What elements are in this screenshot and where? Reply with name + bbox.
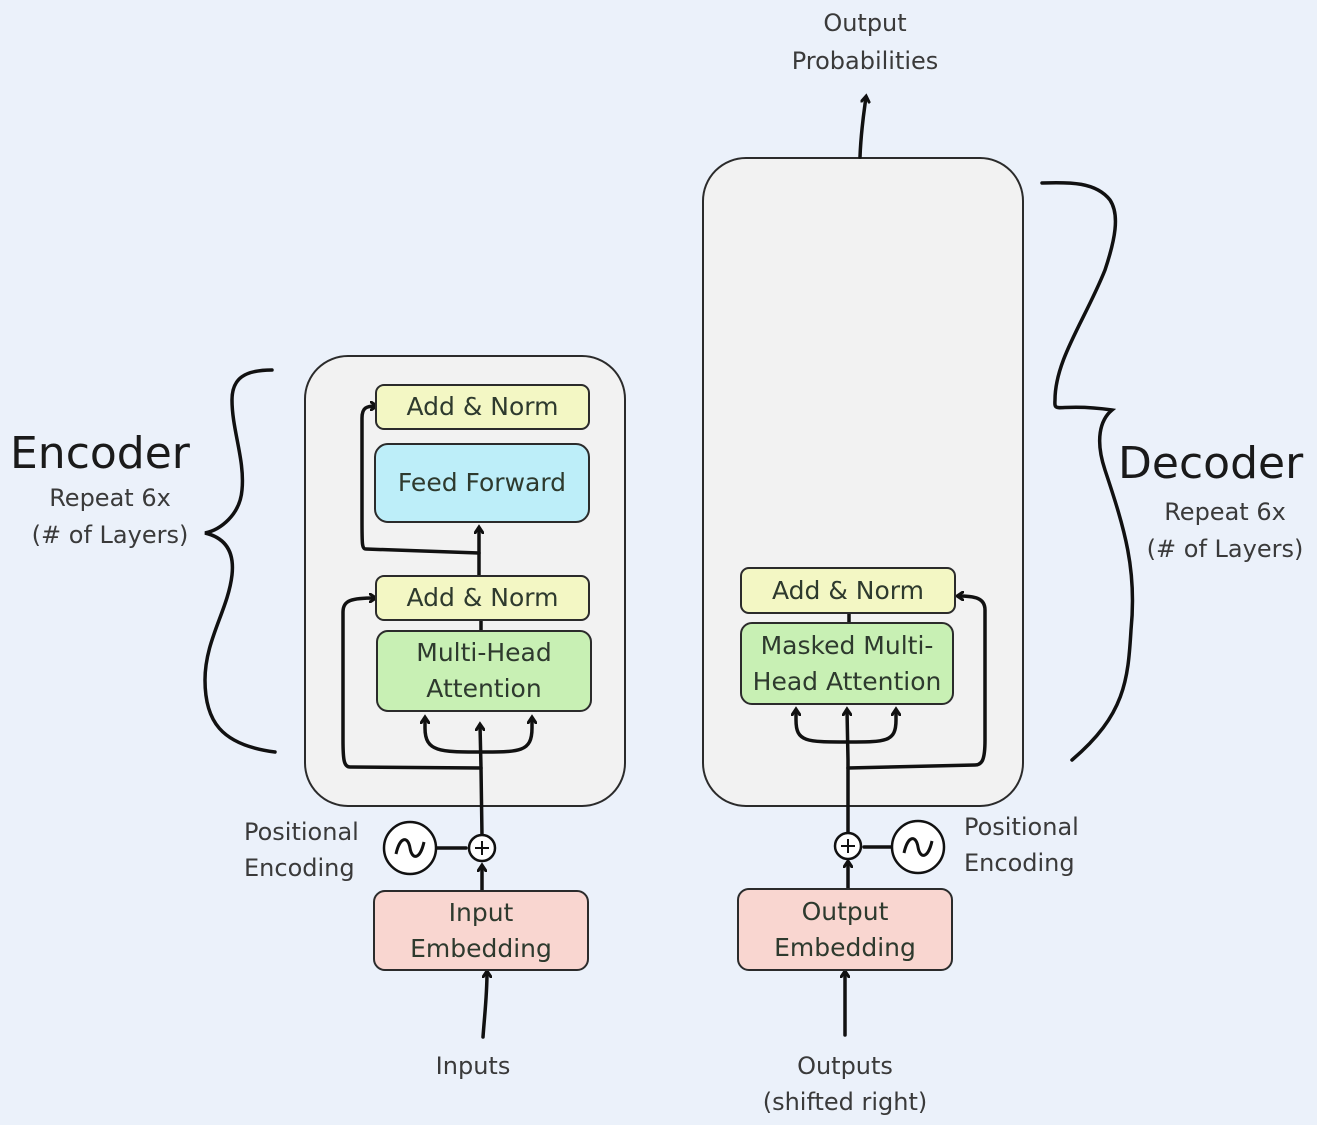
decoder-sine-wave-icon (890, 819, 946, 875)
output-probabilities-line2: Probabilities (791, 47, 939, 75)
encoder-feed-forward: Feed Forward (374, 443, 590, 523)
output-embedding: Output Embedding (737, 888, 953, 971)
encoder-positional-line1: Positional (244, 818, 359, 846)
decoder-attention-line1: Masked Multi- (760, 630, 934, 660)
outputs-line1: Outputs (797, 1052, 893, 1080)
decoder-residual (846, 596, 987, 770)
encoder-add-circle-icon (467, 833, 497, 863)
decoder-main-line (847, 710, 848, 834)
decoder-layers-note: (# of Layers) (1146, 535, 1304, 563)
input-embedding: Input Embedding (373, 890, 589, 971)
decoder-repeat-label: Repeat 6x (# of Layers) (1143, 494, 1307, 568)
decoder-add-circle-icon (833, 831, 863, 861)
output-embedding-line2: Embedding (774, 932, 916, 962)
input-embedding-line2: Embedding (410, 933, 552, 963)
encoder-residual-2 (360, 406, 481, 555)
decoder-attention-line2: Head Attention (752, 666, 942, 696)
inputs-label: Inputs (435, 1052, 511, 1080)
encoder-layers-note: (# of Layers) (31, 521, 189, 549)
encoder-repeat-label: Repeat 6x (# of Layers) (30, 480, 190, 554)
output-arrow (858, 97, 866, 159)
encoder-main-line (480, 725, 482, 838)
decoder-masked-multi-head-attention: Masked Multi- Head Attention (740, 622, 954, 705)
decoder-branch-right (846, 710, 896, 744)
decoder-brace (1040, 180, 1135, 762)
decoder-branch-left (796, 710, 850, 744)
encoder-feed-forward-label: Feed Forward (397, 468, 567, 497)
encoder-add-norm-bottom: Add & Norm (375, 575, 590, 621)
decoder-repeat: Repeat 6x (1164, 498, 1286, 526)
decoder-add-norm: Add & Norm (740, 567, 956, 614)
encoder-branch-left (425, 718, 483, 754)
encoder-attention-line1: Multi-Head (416, 638, 552, 667)
outputs-line2: (shifted right) (762, 1088, 928, 1116)
encoder-positional-line2: Encoding (244, 854, 355, 882)
encoder-add-norm-bottom-label: Add & Norm (406, 583, 559, 612)
encoder-sine-wave-icon (382, 820, 438, 876)
output-embedding-line1: Output (801, 896, 889, 926)
encoder-multi-head-attention: Multi-Head Attention (376, 630, 592, 712)
encoder-add-norm-top-label: Add & Norm (406, 392, 559, 421)
encoder-branch-right (479, 718, 532, 754)
encoder-positional-encoding-label: Positional Encoding (244, 814, 359, 886)
encoder-attention-line2: Attention (426, 674, 542, 703)
decoder-add-norm-label: Add & Norm (772, 575, 924, 605)
encoder-add-norm-top: Add & Norm (375, 384, 590, 430)
input-embedding-line1: Input (448, 897, 514, 927)
decoder-positional-line1: Positional (964, 813, 1079, 841)
output-probabilities-label: Output Probabilities (765, 4, 965, 80)
decoder-positional-line2: Encoding (964, 849, 1075, 877)
encoder-residual-1 (341, 598, 483, 770)
outputs-label: Outputs (shifted right) (745, 1048, 945, 1120)
decoder-title: Decoder (1118, 438, 1304, 489)
encoder-input-arrow (481, 972, 487, 1039)
encoder-title: Encoder (10, 428, 190, 479)
decoder-positional-encoding-label: Positional Encoding (964, 809, 1079, 881)
encoder-repeat: Repeat 6x (49, 484, 171, 512)
output-probabilities-line1: Output (823, 9, 907, 37)
encoder-brace (203, 368, 277, 754)
